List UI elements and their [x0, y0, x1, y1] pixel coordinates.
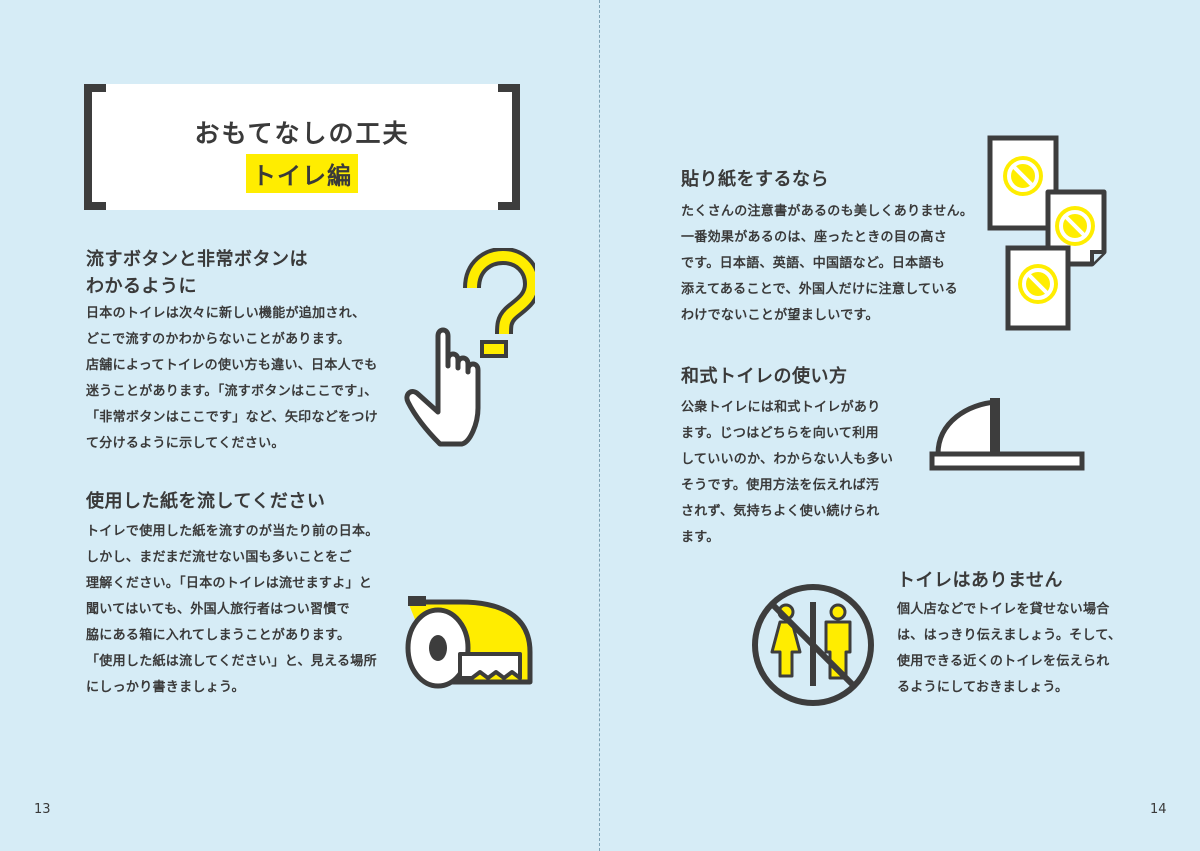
body-line: 使用できる近くのトイレを伝えられ [897, 654, 1110, 669]
body-line: 脇にある箱に入れてしまうことがあります。 [86, 628, 351, 643]
body-line: 一番効果があるのは、座ったときの目の高さ [681, 230, 948, 245]
prohibition-signs-papers-icon [987, 135, 1107, 331]
body-line: 理解ください。「日本のトイレは流せますよ」と [86, 576, 373, 591]
section-heading-flush-buttons: 流すボタンと非常ボタンは わかるように [86, 246, 308, 300]
section-body-squat-toilet: 公衆トイレには和式トイレがあり ます。じつはどちらを向いて利用 していいのか、わ… [681, 395, 893, 551]
section-body-no-toilet: 個人店などでトイレを貸せない場合 は、はっきり伝えましょう。そして、 使用できる… [897, 597, 1121, 701]
body-line: 迷うことがあります。「流すボタンはここです」、 [86, 384, 378, 399]
title-box-right-bar [512, 84, 520, 210]
title-box-corner [498, 84, 512, 92]
body-line: 日本のトイレは次々に新しい機能が追加され、 [86, 306, 366, 321]
body-line: るようにしておきましょう。 [897, 680, 1069, 695]
section-heading-no-toilet: トイレはありません [897, 570, 1063, 591]
body-line: 個人店などでトイレを貸せない場合 [897, 602, 1110, 617]
body-line: にしっかり書きましょう。 [86, 680, 245, 695]
body-line: トイレで使用した紙を流すのが当たり前の日本。 [86, 524, 379, 539]
title-box-corner [92, 84, 106, 92]
section-body-notices: たくさんの注意書があるのも美しくありません。 一番効果があるのは、座ったときの目… [681, 199, 973, 329]
section-heading-notices: 貼り紙をするなら [681, 169, 829, 190]
body-line: 店舗によってトイレの使い方も違い、日本人でも [86, 358, 378, 373]
heading-line: わかるように [86, 276, 197, 297]
section-heading-squat-toilet: 和式トイレの使い方 [681, 366, 848, 387]
page-subtitle: トイレ編 [246, 154, 358, 193]
body-line: は、はっきり伝えましょう。そして、 [897, 628, 1122, 643]
title-box-left-bar [84, 84, 92, 210]
squat-toilet-icon [929, 398, 1085, 471]
no-toilet-restroom-icon [752, 584, 874, 706]
section-body-flush-paper: トイレで使用した紙を流すのが当たり前の日本。 しかし、まだまだ流せない国も多いこ… [86, 519, 379, 701]
body-line: そうです。使用方法を伝えれば汚 [681, 478, 880, 493]
body-line: たくさんの注意書があるのも美しくありません。 [681, 204, 974, 219]
question-mark-pointing-hand-icon [404, 248, 535, 447]
page-fold-line [599, 0, 600, 851]
title-box-corner [498, 202, 512, 210]
body-line: どこで流すのかわからないことがあります。 [86, 332, 351, 347]
body-line: 「非常ボタンはここです」など、矢印などをつけ [86, 410, 378, 425]
section-body-flush-buttons: 日本のトイレは次々に新しい機能が追加され、 どこで流すのかわからないことがありま… [86, 301, 378, 457]
body-line: 添えてあることで、外国人だけに注意している [681, 282, 958, 297]
body-line: しかし、まだまだ流せない国も多いことをご [86, 550, 352, 565]
body-line: わけでないことが望ましいです。 [681, 308, 879, 323]
page-title: おもてなしの工夫 [194, 119, 410, 148]
body-line: 「使用した紙は流してください」と、見える場所 [86, 654, 377, 669]
body-line: 聞いてはいても、外国人旅行者はつい習慣で [86, 602, 350, 617]
subtitle-wrap: トイレ編 [84, 154, 520, 193]
body-line: ます。じつはどちらを向いて利用 [681, 426, 879, 441]
section-heading-flush-paper: 使用した紙を流してください [86, 491, 326, 512]
page-number-left: 13 [34, 802, 51, 817]
page-number-right: 14 [1150, 802, 1167, 817]
title-box-corner [92, 202, 106, 210]
heading-line: 流すボタンと非常ボタンは [86, 249, 308, 270]
body-line: 公衆トイレには和式トイレがあり [681, 400, 881, 415]
body-line: されず、気持ちよく使い続けられ [681, 504, 880, 519]
body-line: です。日本語、英語、中国語など。日本語も [681, 256, 946, 271]
body-line: していいのか、わからない人も多い [681, 452, 894, 467]
body-line: ます。 [681, 530, 720, 545]
body-line: て分けるように示してください。 [86, 436, 285, 451]
toilet-paper-roll-icon [405, 596, 533, 689]
